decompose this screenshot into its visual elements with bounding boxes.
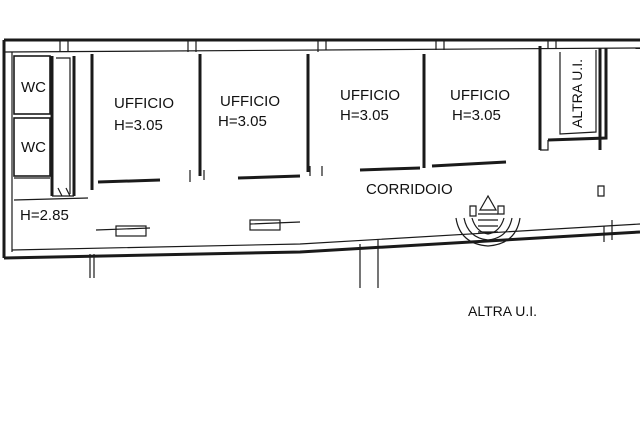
office-2-name: UFFICIO [220, 93, 280, 110]
corridor-details [13, 185, 605, 237]
other-unit-below-label: ALTRA U.I. [468, 303, 537, 319]
lower-structure [89, 220, 613, 288]
other-unit-vertical-label: ALTRA U.I. [569, 59, 585, 128]
office-3-height: H=3.05 [340, 107, 389, 124]
office-1-height: H=3.05 [114, 117, 163, 134]
wc-block [13, 55, 76, 197]
stair-symbol [455, 194, 521, 247]
office-4-height: H=3.05 [452, 107, 501, 124]
office-partitions [90, 46, 608, 190]
outer-walls [2, 38, 640, 260]
wc-upper-label: WC [21, 79, 46, 96]
corridor-label: CORRIDOIO [366, 181, 453, 198]
wc-lower-label: WC [21, 139, 46, 156]
office-2-height: H=3.05 [218, 113, 267, 130]
office-3-name: UFFICIO [340, 87, 400, 104]
office-4-name: UFFICIO [450, 87, 510, 104]
entrance-height-label: H=2.85 [20, 207, 69, 224]
office-1-name: UFFICIO [114, 95, 174, 112]
